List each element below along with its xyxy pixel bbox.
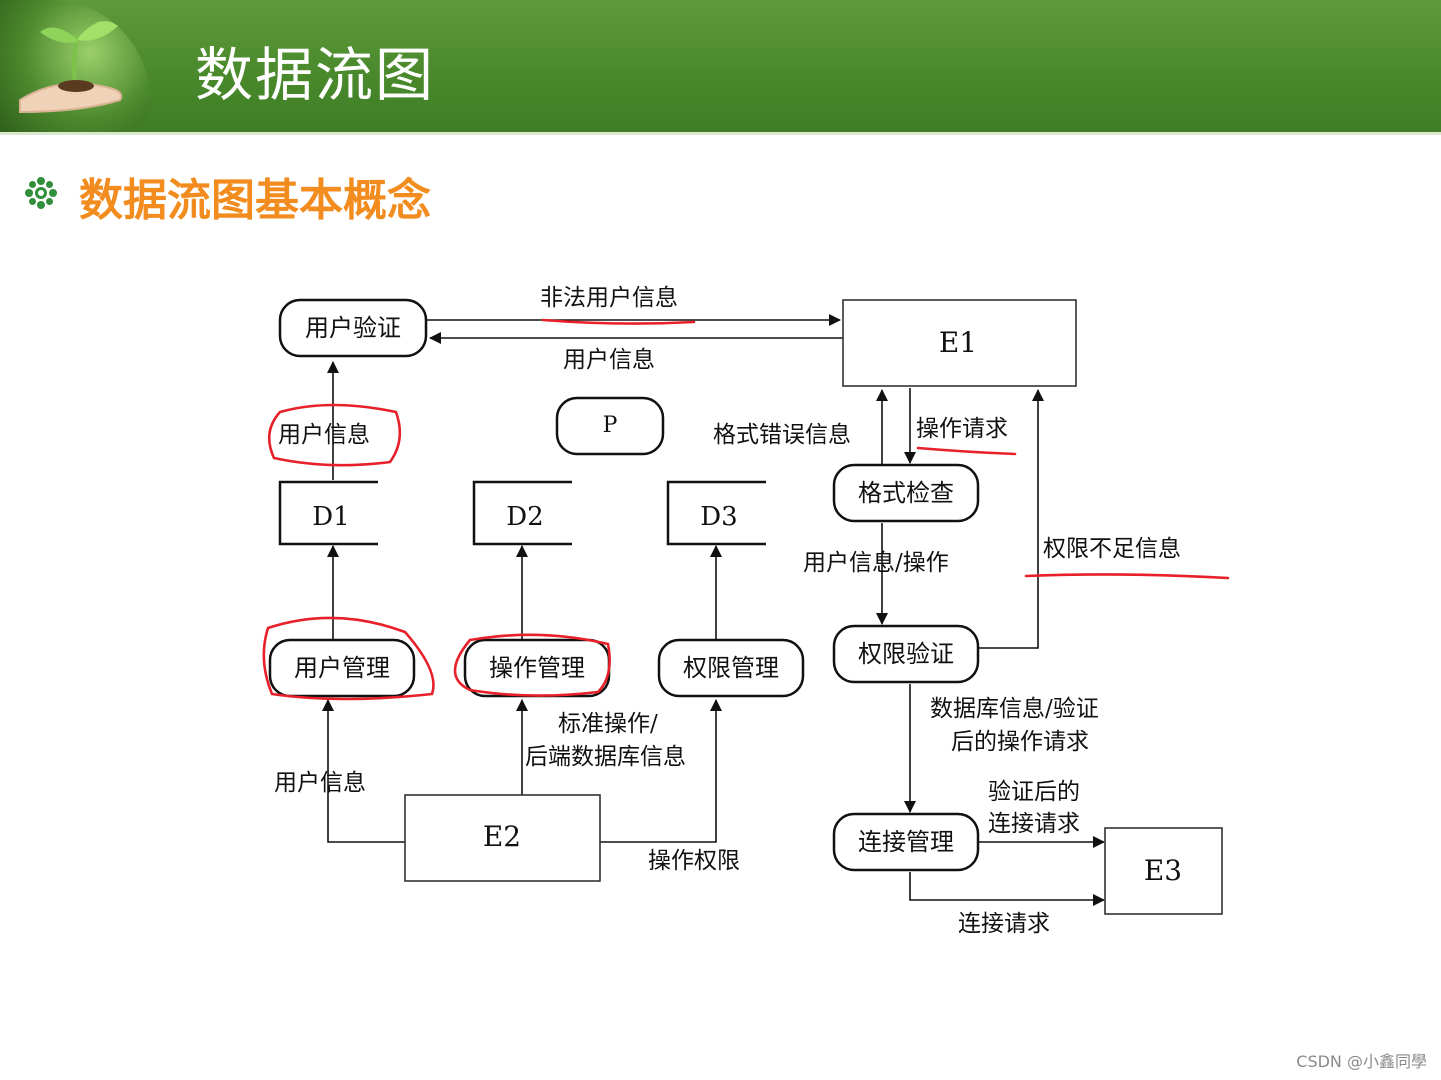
store-d2: D2 [472, 480, 572, 546]
slide-header: 数据流图 [0, 0, 1441, 132]
flow-label: 权限不足信息 [1043, 536, 1181, 562]
flow-label: 用户信息 [563, 347, 655, 373]
gear-flower-icon [25, 177, 57, 209]
store-label: D1 [312, 502, 349, 532]
flow-labels: 非法用户信息 用户信息 用户信息 格式错误信息 操作请求 用户信息/操作 权限不… [274, 285, 1181, 937]
entity-label: E1 [939, 326, 977, 359]
circle-user-info [267, 403, 402, 467]
flow-label: 用户信息 [274, 770, 366, 796]
flow-label: 用户信息/操作 [803, 550, 949, 576]
entity-e3: E3 [1104, 827, 1223, 915]
section-title: 数据流图基本概念 [79, 175, 431, 226]
flow-label: 非法用户信息 [540, 285, 678, 311]
flow-label: 格式错误信息 [713, 422, 851, 448]
flow-label: 操作权限 [648, 848, 740, 874]
flow-label: 连接请求 [958, 911, 1050, 937]
process-p: P [555, 396, 665, 456]
process-user-verify: 用户验证 [278, 298, 428, 358]
flow-label: 验证后的 [988, 779, 1080, 805]
flow-label: 后的操作请求 [951, 729, 1089, 755]
entity-label: E3 [1144, 854, 1182, 887]
process-label: 用户验证 [305, 314, 401, 342]
process-label: 格式检查 [858, 479, 954, 507]
flow-perm-insufficient [978, 389, 1044, 649]
underline-op-request [916, 446, 1017, 456]
underline-perm-insufficient [1024, 573, 1230, 580]
store-d1: D1 [278, 480, 378, 546]
store-label: D2 [506, 502, 543, 532]
entity-e1: E1 [842, 299, 1077, 387]
process-label: P [603, 413, 618, 438]
process-conn-mgmt: 连接管理 [832, 812, 980, 872]
circle-op-mgmt [453, 633, 611, 697]
flow-label: 数据库信息/验证 [930, 696, 1099, 722]
flow-conn-request [909, 872, 1105, 906]
entity-label: E2 [483, 820, 521, 853]
hands-holding-seedling-image [0, 0, 150, 132]
flow-e2-to-permmgmt [600, 699, 722, 843]
flow-lines [322, 314, 1105, 906]
process-label: 连接管理 [858, 828, 954, 856]
store-label: D3 [700, 502, 737, 532]
process-label: 用户管理 [294, 654, 390, 682]
process-format-check: 格式检查 [832, 463, 980, 523]
flow-label: 后端数据库信息 [525, 744, 686, 770]
process-perm-mgmt: 权限管理 [657, 638, 805, 698]
process-label: 操作管理 [489, 654, 585, 682]
flow-label: 用户信息 [278, 422, 370, 448]
underline-illegal-user-info [541, 318, 696, 325]
flow-label: 标准操作/ [558, 711, 658, 737]
process-op-mgmt: 操作管理 [463, 638, 611, 698]
header-divider [0, 132, 1441, 135]
flow-label: 操作请求 [916, 416, 1008, 442]
page-title: 数据流图 [195, 41, 436, 109]
circle-user-mgmt [262, 616, 435, 701]
process-user-mgmt: 用户管理 [268, 638, 416, 698]
flow-label: 连接请求 [988, 811, 1080, 837]
process-label: 权限验证 [858, 640, 954, 668]
process-label: 权限管理 [683, 654, 779, 682]
red-annotations [262, 318, 1230, 701]
seedling-illustration [19, 21, 123, 114]
flow-e2-to-usermgmt [322, 699, 405, 843]
store-d3: D3 [666, 480, 766, 546]
watermark: CSDN @小鑫同學 [1296, 1052, 1427, 1071]
entity-e2: E2 [404, 794, 601, 882]
process-perm-verify: 权限验证 [832, 624, 980, 684]
